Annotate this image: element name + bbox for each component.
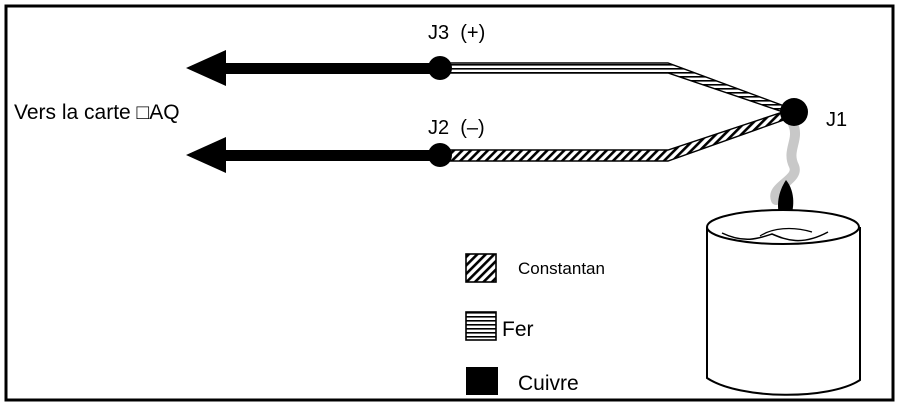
constantan-swatch [465,253,497,283]
copper-wire-top [186,50,442,86]
junction-j1 [780,98,808,126]
junction-j3 [428,56,452,80]
legend-item-fer: Fer [465,311,534,341]
legend-label-cuivre: Cuivre [518,372,579,395]
candle-flame [778,180,794,218]
j1-label: J1 [826,109,847,131]
destination-label: Vers la carte □AQ [14,101,180,124]
j2-label: J2 (–) [428,117,485,139]
fer-swatch [465,311,497,341]
legend-label-fer: Fer [502,318,534,341]
legend-item-constantan: Constantan [465,253,605,283]
candle-smoke [770,119,800,205]
legend-label-constantan: Constantan [518,259,605,278]
copper-wire-bottom [186,137,442,173]
j3-label: J3 (+) [428,22,485,44]
legend-item-cuivre: Cuivre [466,367,579,395]
candle-icon [706,209,861,396]
cuivre-swatch [466,367,498,395]
legend: Constantan Fer Cuivre [465,253,605,395]
junction-j2 [428,143,452,167]
